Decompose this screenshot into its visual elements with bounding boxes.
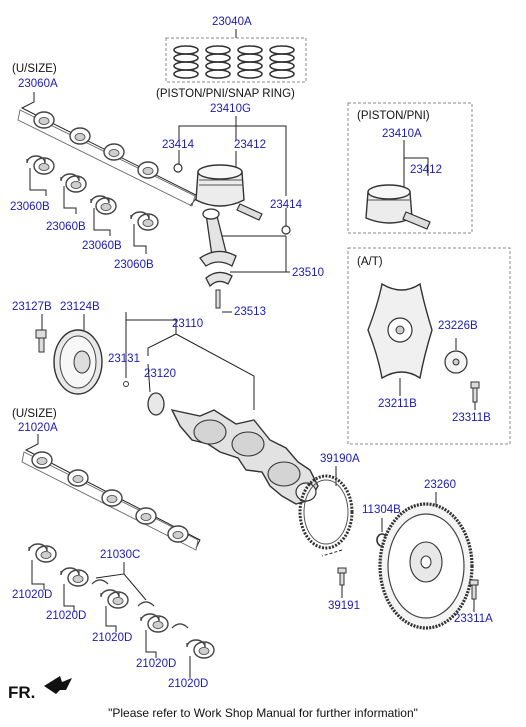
front-direction-label: FR. (8, 683, 36, 702)
part-label-23414[interactable]: 23414 (270, 199, 302, 211)
upper-bearing-panel (17, 92, 199, 254)
front-arrow-icon (44, 676, 72, 694)
part-label-21020D[interactable]: 21020D (92, 632, 133, 644)
lower-bearing-panel (21, 434, 215, 678)
part-label-21030C[interactable]: 21030C (100, 549, 141, 561)
part-label-23060B[interactable]: 23060B (82, 240, 122, 252)
crankshaft-assembly (35, 312, 319, 505)
part-label-11304B[interactable]: 11304B (362, 504, 401, 516)
part-label-23260[interactable]: 23260 (424, 479, 456, 491)
part-label-23510[interactable]: 23510 (292, 267, 324, 279)
part-label-23311B[interactable]: 23311B (452, 412, 491, 424)
part-label-39191[interactable]: 39191 (328, 600, 360, 612)
flywheel-assembly (298, 466, 479, 630)
piston-assembly (173, 116, 291, 235)
part-label-23226B[interactable]: 23226B (438, 320, 478, 332)
part-label-21020D[interactable]: 21020D (136, 658, 177, 670)
part-label-23110[interactable]: 23110 (172, 318, 204, 330)
part-label-23120[interactable]: 23120 (144, 368, 176, 380)
piston-pni-box (347, 102, 473, 234)
part-label-23060B[interactable]: 23060B (10, 201, 50, 213)
workshop-manual-note: "Please refer to Work Shop Manual for fu… (108, 706, 418, 720)
part-label-23410A[interactable]: 23410A (382, 128, 422, 140)
part-label-21020D[interactable]: 21020D (12, 589, 53, 601)
part-label-23513[interactable]: 23513 (234, 306, 266, 318)
at-heading: (A/T) (357, 256, 383, 268)
part-label-23060A[interactable]: 23060A (18, 78, 58, 90)
part-label-21020D[interactable]: 21020D (46, 610, 87, 622)
part-label-39190A[interactable]: 39190A (320, 453, 360, 465)
connecting-rod (199, 208, 290, 313)
lower-undersize-heading: (U/SIZE) (12, 408, 57, 420)
at-box (347, 247, 511, 445)
part-label-23414[interactable]: 23414 (162, 139, 194, 151)
part-label-23211B[interactable]: 23211B (378, 398, 417, 410)
part-label-23131[interactable]: 23131 (108, 353, 140, 365)
part-label-21020D[interactable]: 21020D (168, 678, 209, 690)
piston-ring-set (165, 29, 307, 83)
part-label-23410G[interactable]: 23410G (210, 103, 251, 115)
part-label-23124B[interactable]: 23124B (60, 301, 100, 313)
piston-set-heading: (PISTON/PNI/SNAP RING) (156, 88, 295, 100)
part-label-23060B[interactable]: 23060B (46, 221, 86, 233)
part-label-23127B[interactable]: 23127B (12, 301, 52, 313)
part-label-23040A[interactable]: 23040A (212, 16, 252, 28)
part-label-23311A[interactable]: 23311A (454, 613, 493, 625)
part-label-21020A[interactable]: 21020A (18, 422, 58, 434)
piston-pni-heading: (PISTON/PNI) (357, 110, 430, 122)
part-label-23060B[interactable]: 23060B (114, 259, 154, 271)
part-label-23412[interactable]: 23412 (234, 139, 266, 151)
part-label-23412[interactable]: 23412 (410, 164, 442, 176)
upper-undersize-heading: (U/SIZE) (12, 63, 57, 75)
